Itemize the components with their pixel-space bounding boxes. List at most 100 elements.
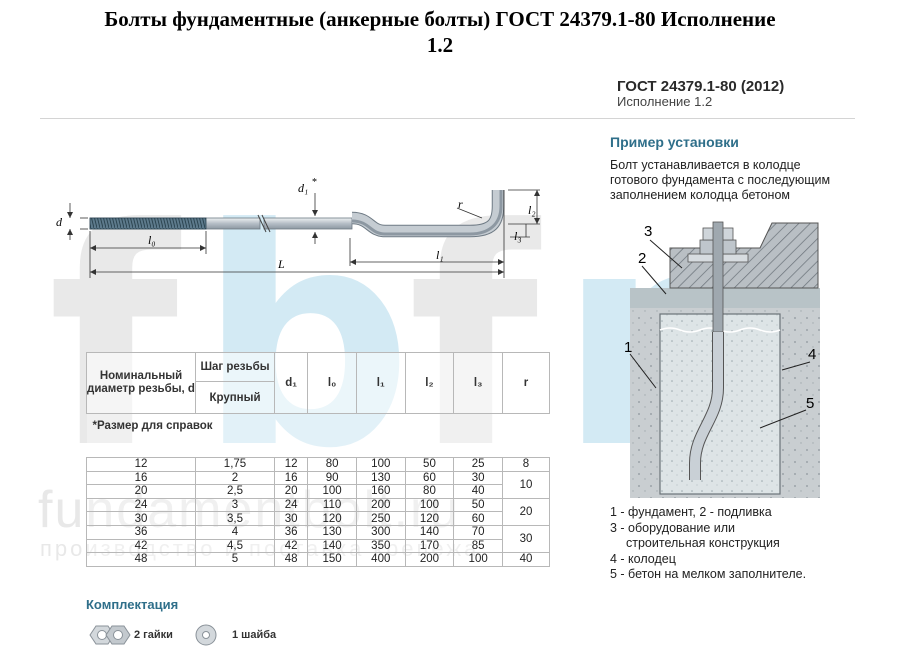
cell-pitch: 5 xyxy=(195,552,275,567)
col-header-l1: l₁ xyxy=(355,352,406,414)
callout-1: 1 xyxy=(624,339,632,356)
table-note: *Размер для справок xyxy=(86,413,550,458)
cell-d1: 24 xyxy=(273,497,309,513)
col-header-l3: l₃ xyxy=(453,352,503,414)
legend-line: 1 - фундамент, 2 - подливка xyxy=(610,505,772,519)
cell-pitch: 3 xyxy=(195,497,275,513)
cell-l1: 300 xyxy=(355,524,406,540)
cell-l3: 100 xyxy=(453,552,503,567)
kit-title: Комплектация xyxy=(86,597,179,612)
cell-pitch: 2,5 xyxy=(195,484,275,499)
cell-l2: 120 xyxy=(404,511,455,526)
callout-4: 4 xyxy=(808,346,816,363)
cell-r: 10 xyxy=(502,470,550,499)
cell-l0: 100 xyxy=(307,484,357,499)
cell-l0: 120 xyxy=(307,511,357,526)
cell-l3: 70 xyxy=(453,524,503,540)
washer-icon xyxy=(195,624,217,646)
cell-l1: 250 xyxy=(355,511,406,526)
installation-description: Болт устанавливается в колодце готового … xyxy=(610,158,831,202)
specs-table: Номинальный диаметр резьбы, d Шаг резьбы… xyxy=(86,351,550,567)
cell-l2: 100 xyxy=(404,497,455,513)
kit-nuts-label: 2 гайки xyxy=(134,629,173,641)
legend-line: 3 - оборудование или xyxy=(610,520,736,535)
col-header-l2: l₂ xyxy=(404,352,455,414)
cell-d: 24 xyxy=(86,497,196,513)
cell-l0: 110 xyxy=(307,497,357,513)
cell-l1: 350 xyxy=(355,538,406,554)
cell-l3: 40 xyxy=(453,484,503,499)
cell-l2: 200 xyxy=(404,552,455,567)
cell-d1: 20 xyxy=(273,484,309,499)
label-l3: l₃ xyxy=(514,229,522,243)
cell-l1: 160 xyxy=(355,484,406,499)
label-l2: l₂ xyxy=(528,203,536,217)
bolt-drawing: d l₀ L l₁ d₁ * r l₃ l₂ xyxy=(56,177,540,278)
cell-d1: 30 xyxy=(273,511,309,526)
cell-l2: 140 xyxy=(404,524,455,540)
cell-pitch: 1,75 xyxy=(195,457,275,472)
cell-r: 8 xyxy=(502,457,550,472)
callout-3: 3 xyxy=(644,223,652,240)
cell-l2: 60 xyxy=(404,470,455,486)
cell-d1: 12 xyxy=(273,457,309,472)
cell-d: 12 xyxy=(86,457,196,472)
label-d1: d₁ xyxy=(298,181,308,195)
cell-d1: 16 xyxy=(273,470,309,486)
cell-l3: 60 xyxy=(453,511,503,526)
label-l1: l₁ xyxy=(436,248,444,262)
col-header-d1: d₁ xyxy=(273,352,309,414)
cell-l3: 25 xyxy=(453,457,503,472)
col-header-nominal: Номинальный диаметр резьбы, d xyxy=(86,352,196,414)
cell-d: 30 xyxy=(86,511,196,526)
cell-pitch: 3,5 xyxy=(195,511,275,526)
cell-d: 16 xyxy=(86,470,196,486)
legend-line: 4 - колодец xyxy=(610,551,676,566)
cell-l3: 30 xyxy=(453,470,503,486)
label-l0: l₀ xyxy=(148,233,156,247)
nuts-icon xyxy=(89,625,131,645)
installation-title: Пример установки xyxy=(610,134,739,150)
installation-legend: 1 - фундамент, 2 - подливка 3 - оборудов… xyxy=(610,505,806,583)
cell-l0: 140 xyxy=(307,538,357,554)
legend-line: 5 - бетон на мелком заполнителе. xyxy=(610,567,807,581)
cell-pitch: 2 xyxy=(195,470,275,486)
cell-d1: 42 xyxy=(273,538,309,554)
cell-d: 48 xyxy=(86,552,196,567)
callout-5: 5 xyxy=(806,395,814,412)
cell-d1: 48 xyxy=(273,552,309,567)
col-header-pitch-sub: Крупный xyxy=(195,381,275,414)
cell-d1: 36 xyxy=(273,524,309,540)
cell-pitch: 4 xyxy=(195,524,275,540)
col-header-r: r xyxy=(502,352,550,414)
cell-l1: 200 xyxy=(355,497,406,513)
cell-r: 40 xyxy=(502,552,550,567)
col-header-pitch: Шаг резьбы xyxy=(195,351,275,383)
label-d: d xyxy=(56,215,63,229)
label-r: r xyxy=(458,197,463,211)
cell-l1: 100 xyxy=(355,457,406,472)
divider xyxy=(40,118,855,119)
cell-l2: 80 xyxy=(404,484,455,499)
gost-code: ГОСТ 24379.1-80 (2012) xyxy=(617,78,785,95)
label-d1-star: * xyxy=(312,177,317,188)
cell-l0: 130 xyxy=(307,524,357,540)
cell-d: 20 xyxy=(86,484,196,499)
cell-l3: 85 xyxy=(453,538,503,554)
cell-l2: 50 xyxy=(404,457,455,472)
kit-washer-label: 1 шайба xyxy=(232,629,277,641)
callout-2: 2 xyxy=(638,250,646,267)
cell-l0: 90 xyxy=(307,470,357,486)
cell-l1: 400 xyxy=(355,552,406,567)
cell-l1: 130 xyxy=(355,470,406,486)
label-L: L xyxy=(277,257,285,271)
cell-r: 20 xyxy=(502,497,550,526)
cell-l0: 80 xyxy=(307,457,357,472)
